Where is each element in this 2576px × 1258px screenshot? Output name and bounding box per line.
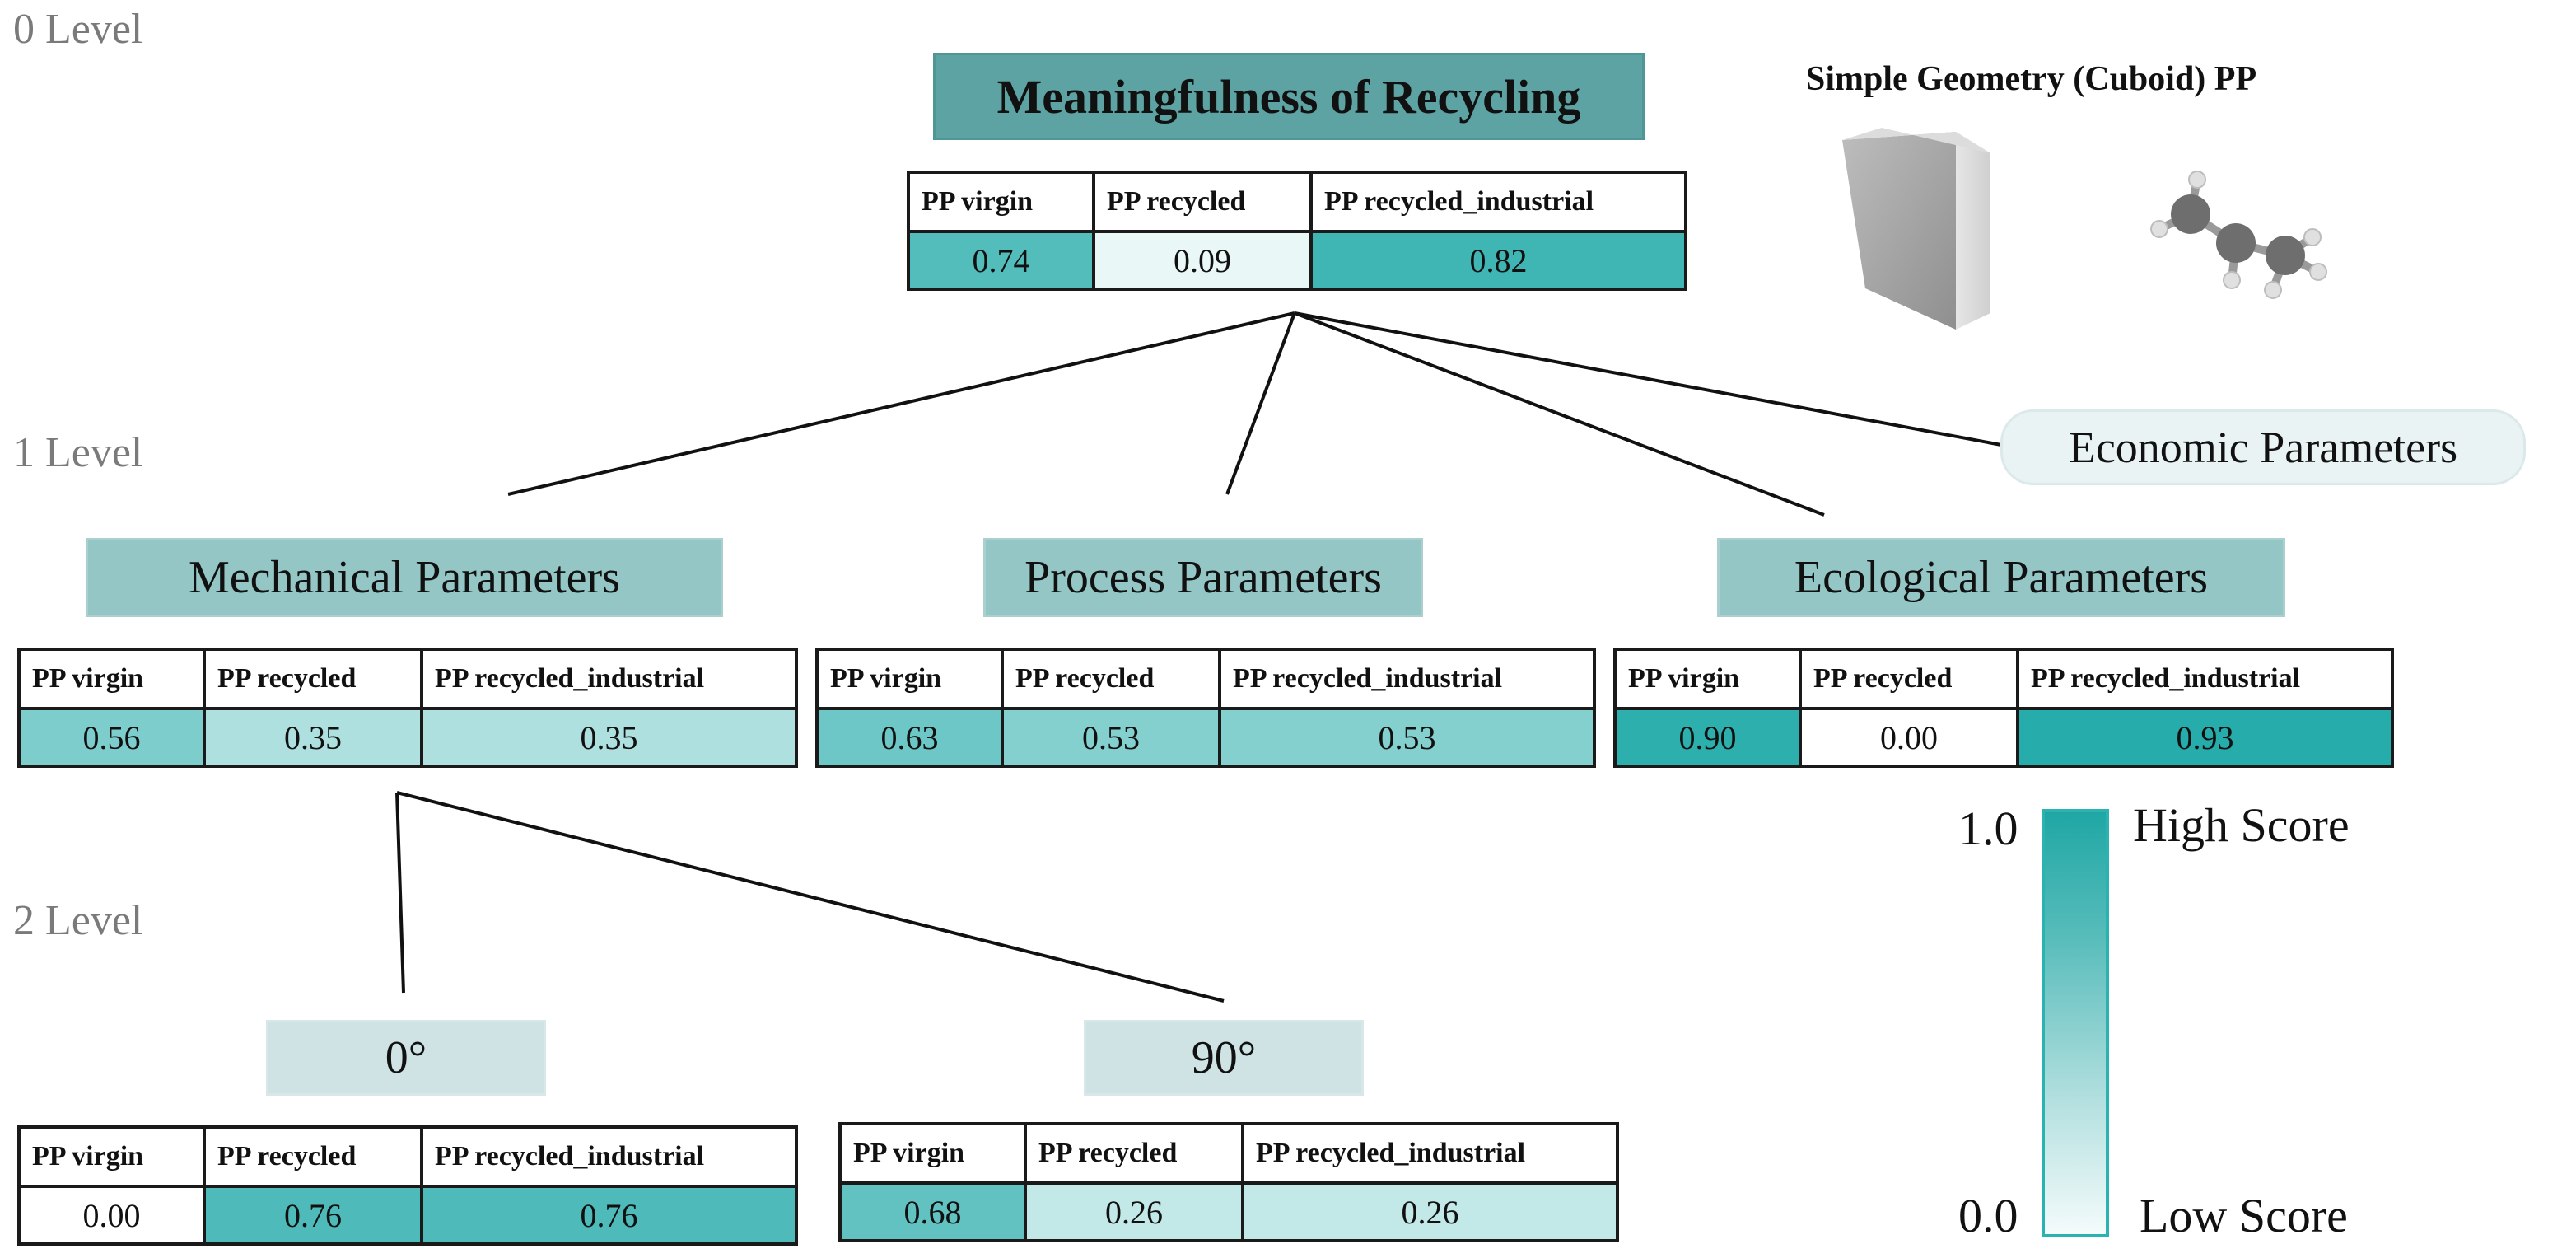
score-cell: 0.53 [1218,707,1596,768]
score-colorbar [2042,809,2109,1237]
col-pp-virgin: PP virgin [17,1125,206,1188]
score-cell: 0.93 [2016,707,2394,768]
col-pp-virgin: PP virgin [1613,648,1802,710]
col-pp-recycled-industrial: PP recycled_industrial [1309,171,1687,233]
edge-root-econ [1294,311,2002,447]
score-cell: 0.90 [1613,707,1802,768]
score-cell: 0.00 [1799,707,2019,768]
edge-root-eco [1294,311,1825,517]
col-pp-virgin: PP virgin [17,648,206,710]
col-pp-virgin: PP virgin [815,648,1004,710]
geometry-title: Simple Geometry (Cuboid) PP [1806,60,2257,98]
col-pp-recycled-industrial: PP recycled_industrial [1241,1122,1619,1185]
score-cell: 0.68 [838,1181,1027,1242]
score-cell: 0.76 [203,1185,423,1246]
score-cell: 0.26 [1024,1181,1244,1242]
node-0-degree: 0° [266,1020,546,1096]
edge-mech-90deg [396,791,1225,1003]
score-cell: 0.63 [815,707,1004,768]
level-2-label: 2 Level [13,897,143,944]
col-pp-recycled-industrial: PP recycled_industrial [1218,648,1596,710]
col-pp-recycled: PP recycled [1024,1122,1244,1185]
edge-mech-0deg [395,792,405,994]
score-cell: 0.74 [907,230,1095,291]
legend-max-label: 1.0 [1958,802,2018,855]
score-cell: 0.00 [17,1185,206,1246]
legend-min-label: 0.0 [1958,1189,2018,1242]
cuboid-3d-icon [1842,128,1990,330]
score-cell: 0.26 [1241,1181,1619,1242]
node-economic-parameters: Economic Parameters [2000,409,2526,485]
level-0-label: 0 Level [13,6,143,53]
col-pp-virgin: PP virgin [907,171,1095,233]
node-process-parameters: Process Parameters [983,538,1423,617]
col-pp-virgin: PP virgin [838,1122,1027,1185]
col-pp-recycled-industrial: PP recycled_industrial [2016,648,2394,710]
score-cell: 0.35 [203,707,423,768]
node-meaningfulness-of-recycling: Meaningfulness of Recycling [933,53,1645,140]
edge-root-mech [507,311,1295,496]
col-pp-recycled: PP recycled [1799,648,2019,710]
node-90-degree: 90° [1084,1020,1364,1096]
level-1-label: 1 Level [13,429,143,476]
legend-high-label: High Score [2133,798,2350,852]
propylene-molecule-icon [2150,171,2327,299]
score-cell: 0.09 [1092,230,1313,291]
col-pp-recycled-industrial: PP recycled_industrial [420,648,798,710]
col-pp-recycled: PP recycled [1092,171,1313,233]
score-cell: 0.82 [1309,230,1687,291]
col-pp-recycled: PP recycled [203,648,423,710]
score-cell: 0.56 [17,707,206,768]
node-ecological-parameters: Ecological Parameters [1717,538,2285,617]
legend-low-label: Low Score [2140,1189,2348,1242]
col-pp-recycled-industrial: PP recycled_industrial [420,1125,798,1188]
col-pp-recycled: PP recycled [1001,648,1221,710]
score-cell: 0.53 [1001,707,1221,768]
col-pp-recycled: PP recycled [203,1125,423,1188]
edge-root-proc [1225,312,1296,495]
score-cell: 0.76 [420,1185,798,1246]
score-cell: 0.35 [420,707,798,768]
node-mechanical-parameters: Mechanical Parameters [86,538,723,617]
